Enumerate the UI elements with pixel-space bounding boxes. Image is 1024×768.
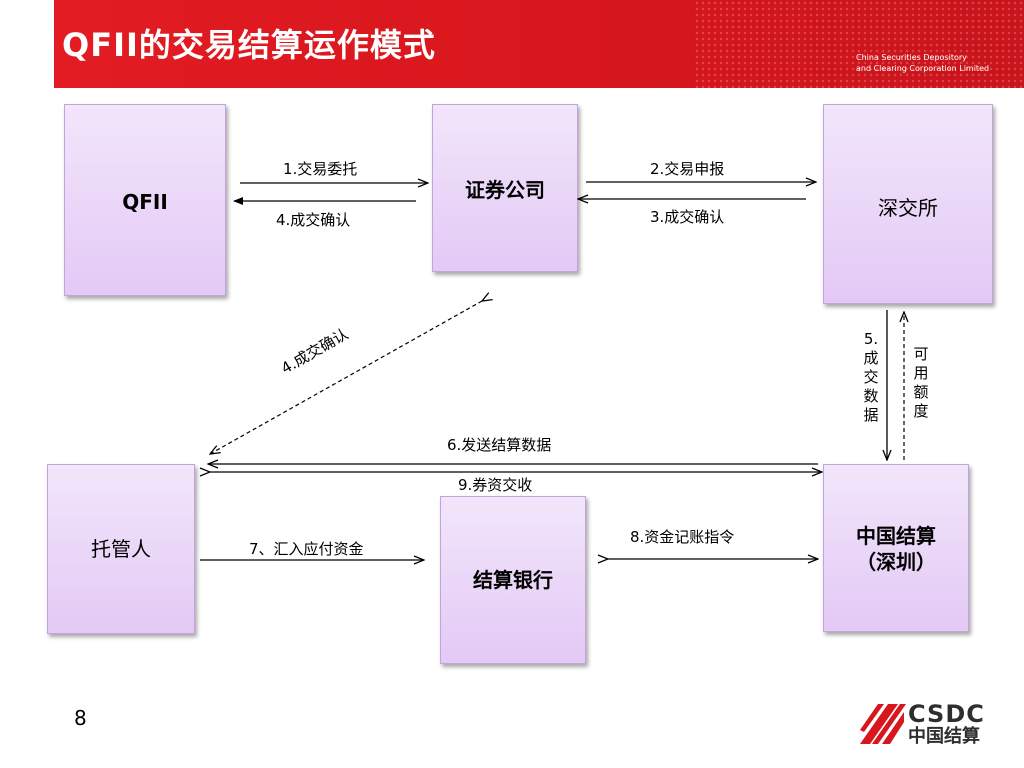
label-trade-confirm-broker: 3.成交确认 — [650, 208, 725, 226]
label-trade-confirm-qfii: 4.成交确认 — [276, 211, 351, 229]
label-trade-order: 1.交易委托 — [283, 160, 358, 178]
label-available-quota: 可用额度 — [913, 345, 929, 420]
page-title: QFII的交易结算运作模式 — [62, 26, 436, 64]
label-remit-funds: 7、汇入应付资金 — [249, 540, 364, 558]
securities-company-box: 证券公司 — [432, 104, 578, 272]
label-funds-instruction: 8.资金记账指令 — [630, 528, 735, 546]
csdc-logo-icon — [860, 704, 906, 744]
logo-text-en: CSDC — [908, 700, 985, 728]
label-trade-data: 5.成交数据 — [863, 330, 879, 424]
label-trade-report: 2.交易申报 — [650, 160, 725, 178]
arrow-dashed-confirm — [210, 301, 482, 454]
org-name: China Securities Depository and Clearing… — [856, 53, 990, 73]
world-map-icon — [694, 0, 1024, 88]
page-number: 8 — [74, 706, 87, 730]
header-banner: QFII的交易结算运作模式 China Securities Depositor… — [0, 0, 1024, 88]
label-securities-funds-settlement: 9.券资交收 — [458, 476, 533, 494]
csdc-shenzhen-box: 中国结算（深圳） — [823, 464, 969, 632]
header-band — [54, 0, 1024, 88]
header-left-strip — [0, 0, 54, 88]
settlement-bank-box: 结算银行 — [440, 496, 586, 664]
label-settlement-data: 6.发送结算数据 — [447, 436, 552, 454]
szse-box: 深交所 — [823, 104, 993, 304]
qfii-box: QFII — [64, 104, 226, 296]
logo-text-cn: 中国结算 — [908, 726, 980, 747]
custodian-box: 托管人 — [47, 464, 195, 634]
